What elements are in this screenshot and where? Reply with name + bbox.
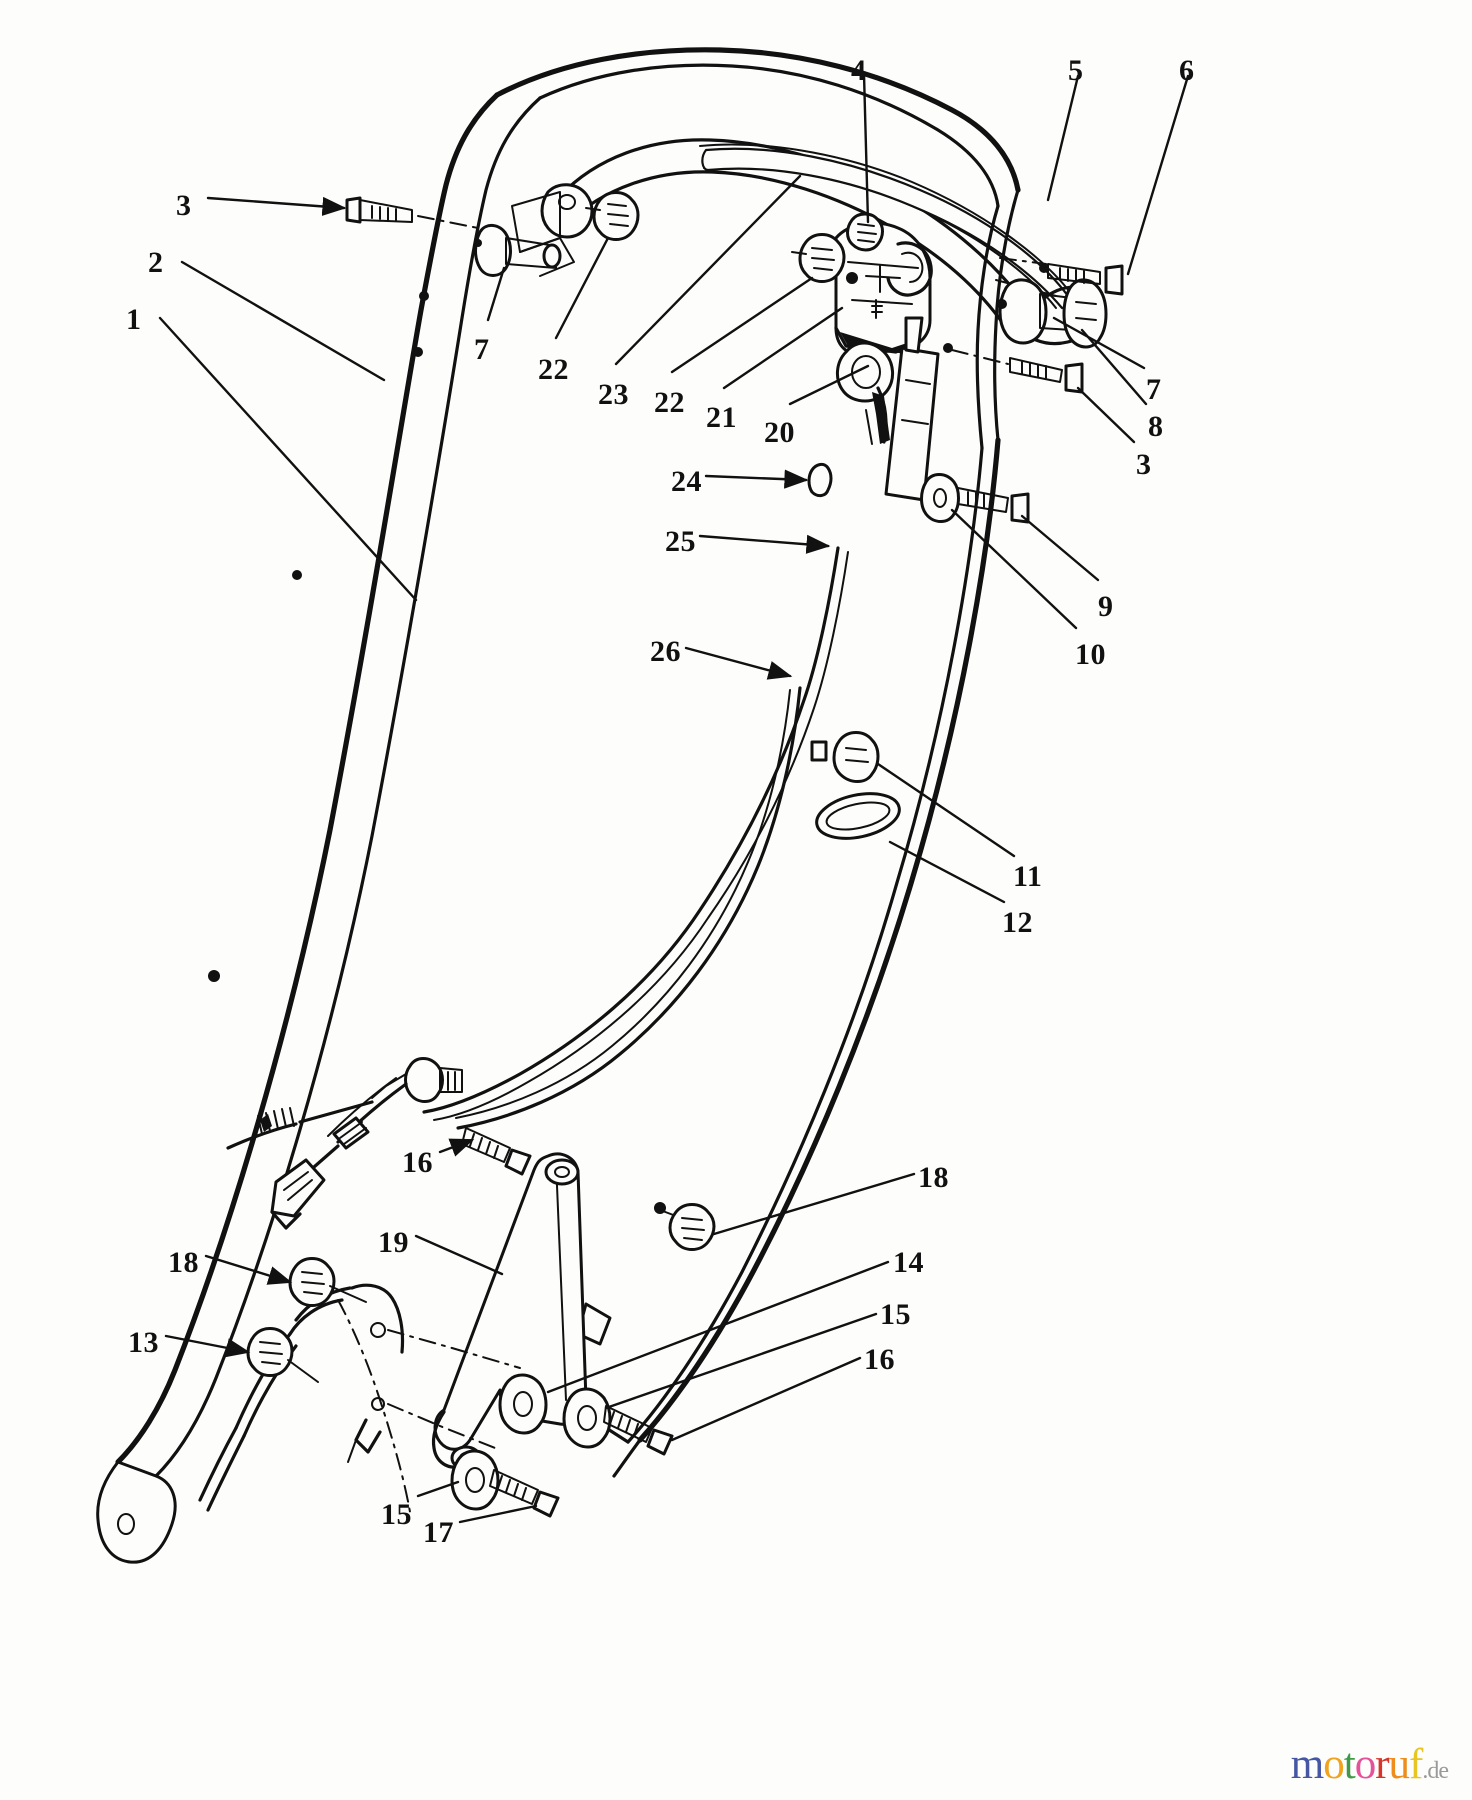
- callout-18-right: 18: [918, 1161, 949, 1194]
- bottom-fasteners: [450, 1127, 674, 1518]
- watermark-letter-r: r: [1375, 1741, 1389, 1788]
- leader-lines: [158, 72, 1190, 1524]
- callout-15-bottom: 15: [381, 1498, 412, 1531]
- watermark-suffix: .de: [1422, 1758, 1449, 1784]
- left-upper-fasteners: [345, 191, 640, 277]
- height-adjust-link: [431, 1152, 588, 1471]
- callout-8: 8: [1148, 410, 1164, 443]
- watermark-letter-f: f: [1409, 1741, 1423, 1788]
- left-handle-tube: [96, 92, 542, 1564]
- callout-3-upper-left: 3: [176, 189, 192, 222]
- callout-6: 6: [1179, 54, 1195, 87]
- callout-7-left: 7: [474, 333, 490, 366]
- callout-15-right: 15: [880, 1298, 911, 1331]
- motoruf-watermark: motoruf.de: [1290, 1741, 1449, 1788]
- control-bail-bar: [511, 138, 1072, 336]
- control-bracket-assembly: [791, 212, 940, 502]
- callout-7-right: 7: [1146, 373, 1162, 406]
- callout-25: 25: [665, 525, 696, 558]
- callout-16-upper: 16: [402, 1146, 433, 1179]
- upper-handle-bar: [494, 47, 1021, 208]
- callout-12: 12: [1002, 906, 1033, 939]
- callout-19: 19: [378, 1226, 409, 1259]
- watermark-letter-u: u: [1388, 1741, 1410, 1788]
- callout-2: 2: [148, 246, 164, 279]
- callout-1: 1: [126, 303, 142, 336]
- callout-9: 9: [1098, 590, 1114, 623]
- callout-4: 4: [851, 54, 867, 87]
- callout-22-left: 22: [538, 353, 569, 386]
- callout-18-left: 18: [168, 1246, 199, 1279]
- callout-17: 17: [423, 1516, 454, 1549]
- watermark-letter-o1: o: [1323, 1741, 1344, 1788]
- right-side-bracket: [920, 188, 1124, 524]
- callout-14: 14: [893, 1246, 924, 1279]
- callout-5: 5: [1068, 54, 1084, 87]
- callout-21: 21: [706, 401, 737, 434]
- callout-26: 26: [650, 635, 681, 668]
- callout-16-right: 16: [864, 1343, 895, 1376]
- control-cables: [226, 462, 849, 1230]
- watermark-letter-m: m: [1290, 1741, 1324, 1788]
- watermark-letter-t: t: [1343, 1741, 1356, 1788]
- callout-11: 11: [1013, 860, 1043, 893]
- callout-3-right: 3: [1136, 448, 1152, 481]
- callout-13: 13: [128, 1326, 159, 1359]
- callout-20: 20: [764, 416, 795, 449]
- clip-and-ring: [810, 731, 901, 840]
- deck-mount-bracket: [198, 1257, 521, 1513]
- callout-10: 10: [1075, 638, 1106, 671]
- callout-24: 24: [671, 465, 702, 498]
- watermark-letter-o2: o: [1354, 1741, 1376, 1788]
- right-handle-leg: [576, 437, 1001, 1478]
- callout-23: 23: [598, 378, 629, 411]
- callout-22-second: 22: [654, 386, 685, 419]
